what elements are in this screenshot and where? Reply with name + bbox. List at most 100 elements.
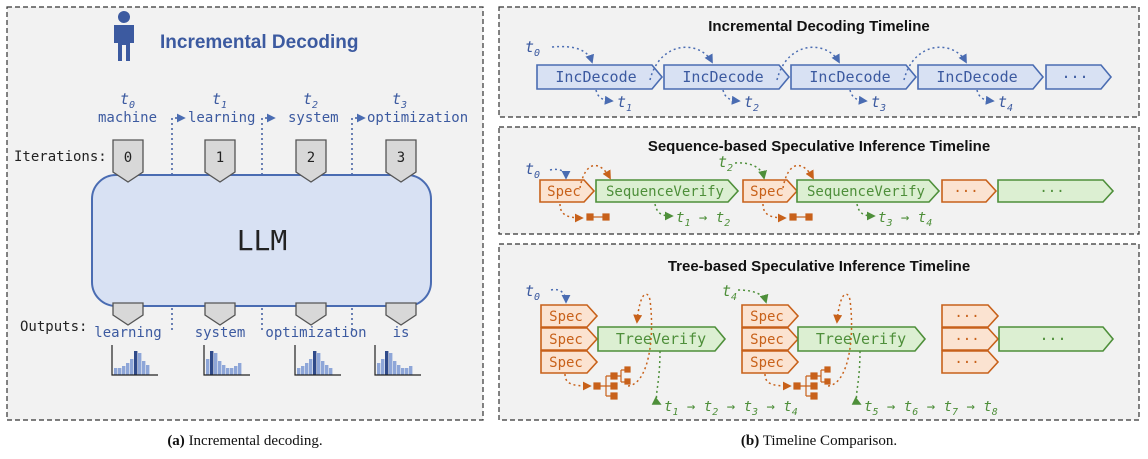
- histogram-3: [374, 345, 421, 376]
- iteration-tabs: [112, 139, 417, 183]
- iteration-tab-3: [385, 139, 417, 183]
- input-word-1: learning: [188, 110, 255, 126]
- iteration-tab-2: [295, 139, 327, 183]
- seq-spec-1: [742, 179, 799, 203]
- incdecode-ellipsis: ···: [1061, 68, 1088, 86]
- tree-verify-label-0: TreeVerify: [616, 330, 706, 348]
- seq-spec-label-0: Spec: [547, 184, 581, 200]
- incdecode-block-1: [663, 64, 791, 90]
- tree-ellipsis-c: ···: [954, 355, 979, 371]
- input-t2: t2: [303, 90, 318, 111]
- histogram-bar: [321, 361, 325, 375]
- tree-spec-0b: Spec: [549, 332, 583, 348]
- histogram-bar: [214, 353, 218, 375]
- input-t0: t0: [120, 90, 135, 111]
- histogram-bar: [301, 366, 305, 375]
- seq-draft-icons: [586, 213, 813, 221]
- tree-blocks: [540, 304, 1115, 374]
- seq-ellipsis-label-0: ···: [953, 184, 978, 200]
- tree-input-t0: t0: [525, 282, 540, 303]
- histogram-bar: [138, 353, 142, 375]
- output-word-0: learning: [94, 325, 161, 341]
- tree-draft-icon-1: [793, 366, 831, 400]
- input-word-2: system: [288, 110, 339, 126]
- seq-spec-0: [539, 179, 596, 203]
- caption-a: (a) Incremental decoding.: [167, 433, 322, 449]
- seq-blocks: [539, 179, 1115, 203]
- incdecode-block-3: [917, 64, 1045, 90]
- histogram-bar: [381, 359, 385, 375]
- histogram-0: [111, 345, 158, 376]
- panel-b-sequence: Sequence-based Speculative Inference Tim…: [498, 126, 1140, 235]
- incdecode-label-0: IncDecode: [555, 68, 636, 86]
- histogram-bar: [317, 353, 321, 375]
- histogram-2: [294, 345, 341, 376]
- histogram-bar: [389, 353, 393, 375]
- seq-input-t2: t2: [718, 153, 733, 174]
- histogram-bar: [130, 359, 134, 375]
- tree-ellipsis-a: ···: [954, 309, 979, 325]
- seq-arrows: [549, 162, 876, 223]
- histogram-bar: [230, 368, 234, 375]
- histogram-bar: [305, 363, 309, 375]
- inc-input-t0: t0: [525, 38, 540, 59]
- histogram-axes: [203, 345, 250, 376]
- histogram-bar: [238, 363, 242, 375]
- tree-spec-0c: Spec: [549, 355, 583, 371]
- output-word-3: is: [393, 325, 410, 341]
- sequence-title: Sequence-based Speculative Inference Tim…: [648, 138, 990, 155]
- histogram-bar: [329, 368, 333, 375]
- histogram-bar: [142, 361, 146, 375]
- tree-arrows: [550, 288, 862, 405]
- seq-ellipsis-spec: [941, 179, 998, 203]
- histogram-bar: [146, 365, 150, 375]
- tree-out-0: t1 → t2 → t3 → t4: [664, 399, 798, 418]
- histogram-bar: [206, 359, 210, 375]
- seq-out-1: t3 → t4: [878, 210, 932, 229]
- tree-verify-1: [797, 326, 927, 352]
- incdecode-label-1: IncDecode: [682, 68, 763, 86]
- input-labels: t0 machine t1 learning t2 system t3 opti…: [98, 90, 468, 126]
- panel-b-tree: Tree-based Speculative Inference Timelin…: [498, 243, 1140, 421]
- inc-out-2: t3: [871, 93, 886, 114]
- histogram-axes: [111, 345, 158, 376]
- llm-label: LLM: [237, 224, 288, 257]
- tree-draft-icon-0: [593, 366, 631, 400]
- caption-b: (b) Timeline Comparison.: [741, 433, 897, 449]
- tree-spec-0a: Spec: [549, 309, 583, 325]
- panel-a-title: Incremental Decoding: [160, 32, 359, 53]
- histogram-bar: [401, 368, 405, 375]
- histogram-bar: [218, 361, 222, 375]
- tree-spec-1c: Spec: [750, 355, 784, 371]
- seq-draft-icon-1: [789, 213, 797, 221]
- incremental-title: Incremental Decoding Timeline: [708, 18, 929, 35]
- seq-verify-0: [595, 179, 740, 203]
- incdecode-block-0: [536, 64, 664, 90]
- histogram-bar: [325, 365, 329, 375]
- output-word-2: optimization: [265, 325, 366, 341]
- iteration-tab-1: [204, 139, 236, 183]
- seq-draft-icon-0: [586, 213, 594, 221]
- incdecode-blocks: [536, 64, 1113, 90]
- input-word-3: optimization: [367, 110, 468, 126]
- incdecode-label-2: IncDecode: [809, 68, 890, 86]
- input-t1: t1: [212, 90, 227, 111]
- llm-box: [91, 174, 432, 307]
- histogram-bar: [226, 368, 230, 375]
- histogram-bar: [118, 368, 122, 375]
- histogram-bar: [114, 368, 118, 375]
- incdecode-label-3: IncDecode: [936, 68, 1017, 86]
- histogram-bar: [234, 366, 238, 375]
- histogram-bar: [134, 351, 138, 375]
- seq-verify-label-1: SequenceVerify: [807, 184, 925, 200]
- histogram-bar: [393, 361, 397, 375]
- iteration-num-0: 0: [124, 150, 132, 166]
- outputs-label: Outputs:: [20, 319, 87, 335]
- output-histograms: [111, 345, 421, 376]
- tree-verify-label-1: TreeVerify: [816, 330, 906, 348]
- inc-out-3: t4: [998, 93, 1013, 114]
- tree-spec-1b: Spec: [750, 332, 784, 348]
- histogram-bar: [385, 351, 389, 375]
- histogram-bar: [377, 363, 381, 375]
- histogram-bar: [405, 368, 409, 375]
